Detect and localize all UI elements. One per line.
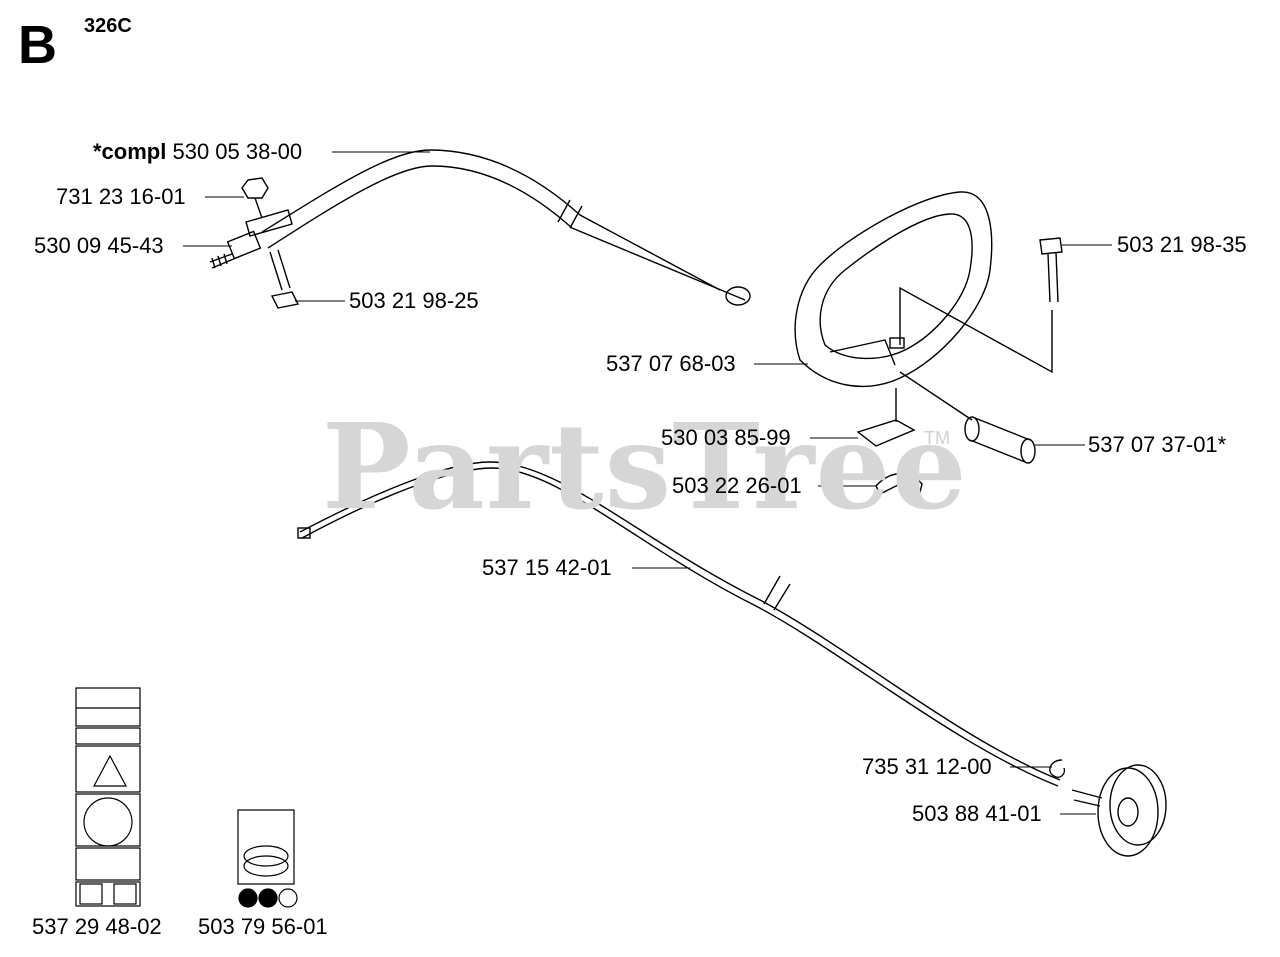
bracket-icon: [856, 419, 916, 447]
circlip-icon: [1049, 759, 1066, 778]
part-label-decal-left[interactable]: 537 29 48-02: [32, 914, 162, 939]
section-letter: B: [18, 15, 57, 75]
shaft-tube: [261, 149, 751, 306]
part-label-drum[interactable]: 503 88 41-01: [912, 801, 1042, 826]
part-number: 530 05 38-00: [172, 139, 303, 164]
part-label-decal-right[interactable]: 503 79 56-01: [198, 914, 328, 939]
drum-icon: [1071, 764, 1167, 857]
model-number: 326C: [84, 15, 132, 37]
clamp-plate-icon: [245, 209, 293, 237]
part-label-wing-nut[interactable]: 503 22 26-01: [672, 473, 802, 498]
part-label-adapter[interactable]: 530 09 45-43: [34, 233, 164, 258]
part-label-compl[interactable]: *compl 530 05 38-00: [93, 141, 302, 163]
screw-right-icon: [899, 237, 1063, 374]
drive-shaft-icon: [297, 461, 1061, 787]
watermark: PartsTree: [322, 397, 968, 536]
watermark-trademark: TM: [924, 428, 950, 448]
screw-left-icon: [269, 249, 300, 309]
decal-sheet-left-icon: [75, 687, 141, 907]
wing-nut-icon: [875, 473, 923, 495]
adapter-icon: [209, 230, 262, 269]
part-label-nut[interactable]: 731 23 16-01: [56, 184, 186, 209]
part-label-bracket[interactable]: 530 03 85-99: [661, 425, 791, 450]
part-label-handle[interactable]: 537 07 68-03: [606, 351, 736, 376]
compl-prefix: *compl: [93, 139, 167, 164]
part-label-screw-left[interactable]: 503 21 98-25: [349, 288, 479, 313]
part-label-screw-right[interactable]: 503 21 98-35: [1117, 232, 1247, 257]
spacer-icon: [899, 371, 1036, 464]
part-label-circlip[interactable]: 735 31 12-00: [862, 754, 992, 779]
decal-sheet-right-icon: [237, 809, 298, 908]
nut-icon: [241, 177, 269, 219]
handle-loop-icon: [794, 191, 993, 388]
part-label-spacer[interactable]: 537 07 37-01*: [1088, 432, 1227, 457]
leader-lines: [183, 151, 1112, 815]
part-label-drive-shaft[interactable]: 537 15 42-01: [482, 555, 612, 580]
